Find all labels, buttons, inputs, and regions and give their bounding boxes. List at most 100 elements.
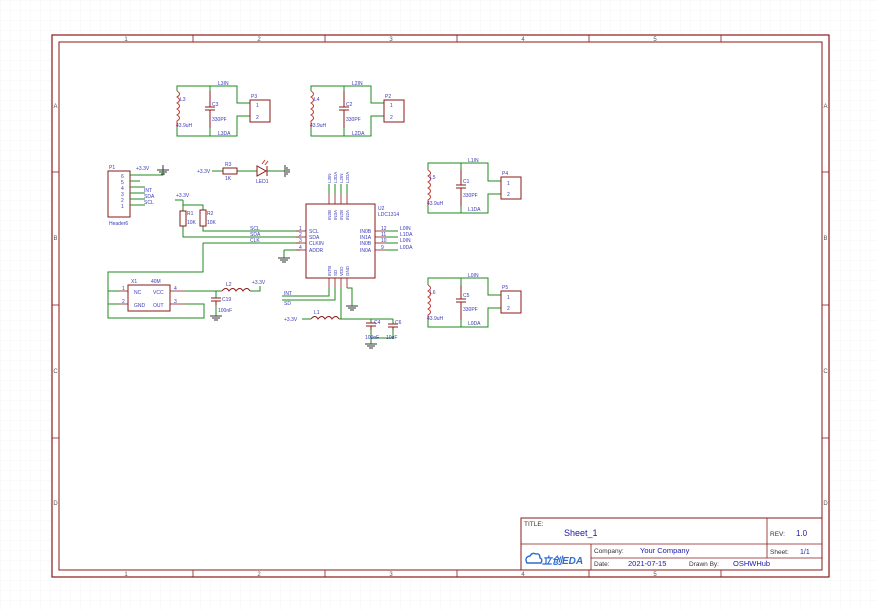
- c19-ref: C19: [222, 297, 231, 303]
- capacitor-c5: [456, 285, 466, 320]
- c1-ref: C1: [463, 179, 470, 185]
- u2-pin-name-sda: SDA: [309, 235, 320, 241]
- l4-ref: L4: [314, 97, 320, 103]
- u2-top-pin-1: IN3A: [333, 210, 338, 220]
- u2-pin-name-r12: IN0B: [360, 229, 372, 235]
- row-label-left-b: B: [53, 236, 57, 242]
- u2-top-pin-0: IN3B: [327, 210, 332, 220]
- u2-bottom-pin-3: GND: [345, 265, 350, 276]
- title-label: TITLE:: [524, 521, 544, 528]
- col-label-bottom-5: 5: [653, 572, 657, 578]
- wire: [175, 199, 300, 238]
- ground-icon: [278, 257, 290, 263]
- u2-top-net-0: L3IN: [327, 173, 332, 183]
- p1-net-sda: SDA: [144, 194, 155, 200]
- x1-num-2: 2: [122, 299, 125, 305]
- coil-block-p2[interactable]: L4 43.9uH C2 330PF P2 1 2 L2IN L2DA: [310, 81, 405, 137]
- pullup-resistors[interactable]: +3.3V R1 10K R2 10K: [175, 193, 300, 238]
- p1-net-scl: SCL: [144, 200, 154, 206]
- inductor-l3: [176, 90, 180, 128]
- power-filter[interactable]: +3.3V L1 C4 100nF C6 10uF: [284, 310, 402, 349]
- p4-net-top: L1IN: [468, 158, 479, 164]
- date-label: Date:: [594, 561, 610, 568]
- c4-ref: C4: [374, 320, 381, 326]
- r2-value: 10K: [207, 220, 217, 226]
- p1-pin-4: 4: [121, 186, 124, 192]
- company-label: Company:: [594, 548, 624, 555]
- p4-ref: P4: [502, 171, 508, 177]
- wire: [176, 85, 250, 137]
- oscillator-x1[interactable]: X1 40M NC VCC GND OUT 1 4 2 3 L2 +3.3V C…: [107, 243, 266, 321]
- led-indicator-circuit[interactable]: +3.3V R3 1K LED1: [197, 159, 290, 185]
- u2-net-r12: L0IN: [400, 226, 411, 232]
- r3-net: +3.3V: [197, 169, 211, 175]
- capacitor-c3: [205, 91, 215, 128]
- ic-u2-ldc1314[interactable]: U2 LDC1314 SCL SDA CLKIN ADDR 1 2 3 4 SC…: [203, 172, 413, 316]
- coil-block-p3[interactable]: L3 43.9uH C3 330PF P3 1 2 L3IN L3DA: [176, 81, 271, 137]
- p5-pin-2: 2: [507, 306, 510, 312]
- rev-value: 1.0: [796, 529, 808, 538]
- p5-pin-1: 1: [507, 295, 510, 301]
- inductor-l2: [221, 288, 251, 292]
- c3-ref: C3: [212, 102, 219, 108]
- c3-value: 330PF: [212, 117, 227, 123]
- p3-pin-2: 2: [256, 115, 259, 121]
- inductor-l6: [427, 284, 431, 320]
- p1-pin-1: 1: [121, 204, 124, 210]
- u2-net-r11: L1DA: [400, 232, 413, 238]
- inductor-l1: [310, 316, 340, 320]
- coil-block-p4[interactable]: L5 43.9uH C1 330PF P4 1 2 L1IN L1DA: [427, 158, 522, 214]
- l3-ref: L3: [180, 97, 186, 103]
- ground-icon: [210, 315, 222, 321]
- coil-block-p5[interactable]: L6 43.9uH C5 330PF P5 1 2 L0IN L0DA: [427, 273, 522, 328]
- p2-pin-2: 2: [390, 115, 393, 121]
- l2-ref: L2: [226, 282, 232, 288]
- u2-pin-num-1: 1: [299, 226, 302, 232]
- col-label-bottom-1: 1: [124, 572, 128, 578]
- wire: [282, 184, 398, 316]
- u2-pin-name-r10: IN0B: [360, 241, 372, 247]
- r3-ref: R3: [225, 162, 232, 168]
- sheet-value: 1/1: [800, 549, 810, 556]
- wire: [427, 277, 501, 328]
- p3-net-top: L3IN: [218, 81, 229, 87]
- c6-value: 10uF: [386, 335, 397, 341]
- l6-ref: L6: [430, 290, 436, 296]
- capacitor-c2: [339, 91, 349, 128]
- led-icon: [256, 159, 269, 177]
- x1-ref: X1: [131, 279, 137, 285]
- u2-name: LDC1314: [378, 212, 399, 218]
- capacitor-c6: [388, 323, 398, 330]
- p3-net-bottom: L3DA: [218, 131, 231, 137]
- u2-net-r10: L0IN: [400, 238, 411, 244]
- u2-pin-name-r9: IN0A: [360, 248, 372, 254]
- l1-net: +3.3V: [284, 317, 298, 323]
- ground-icon: [346, 305, 358, 311]
- connector-p4: [500, 176, 522, 200]
- header-p1-body: [107, 170, 131, 218]
- col-label-top-5: 5: [653, 37, 657, 43]
- u2-bottom-pin-1: SD: [333, 269, 338, 276]
- u2-pin-num-9: 9: [381, 245, 384, 251]
- capacitor-c19: [211, 297, 221, 305]
- col-label-bottom-2: 2: [257, 572, 261, 578]
- u2-net-clk: CLK: [250, 238, 260, 244]
- inductor-l5: [427, 169, 431, 206]
- c1-value: 330PF: [463, 193, 478, 199]
- row-label-left-c: C: [53, 369, 58, 375]
- u2-pin-num-4: 4: [299, 245, 302, 251]
- int-net-label: INT: [284, 291, 292, 297]
- p2-ref: P2: [385, 94, 391, 100]
- p1-pin-6: 6: [121, 174, 124, 180]
- p4-pin-2: 2: [507, 192, 510, 198]
- u2-top-net-1: L3DA: [333, 172, 338, 183]
- header-p1[interactable]: P1 Header6 6 5 4 3 2 1 +3.3V INT SDA SCL: [107, 165, 169, 227]
- r2-ref: R2: [207, 211, 214, 217]
- capacitor-c1: [456, 170, 466, 206]
- connector-p5: [500, 290, 522, 314]
- wire: [107, 243, 261, 319]
- u2-pin-name-clkin: CLKIN: [309, 241, 324, 247]
- p5-net-bottom: L0DA: [468, 321, 481, 327]
- u2-pin-num-2: 2: [299, 232, 302, 238]
